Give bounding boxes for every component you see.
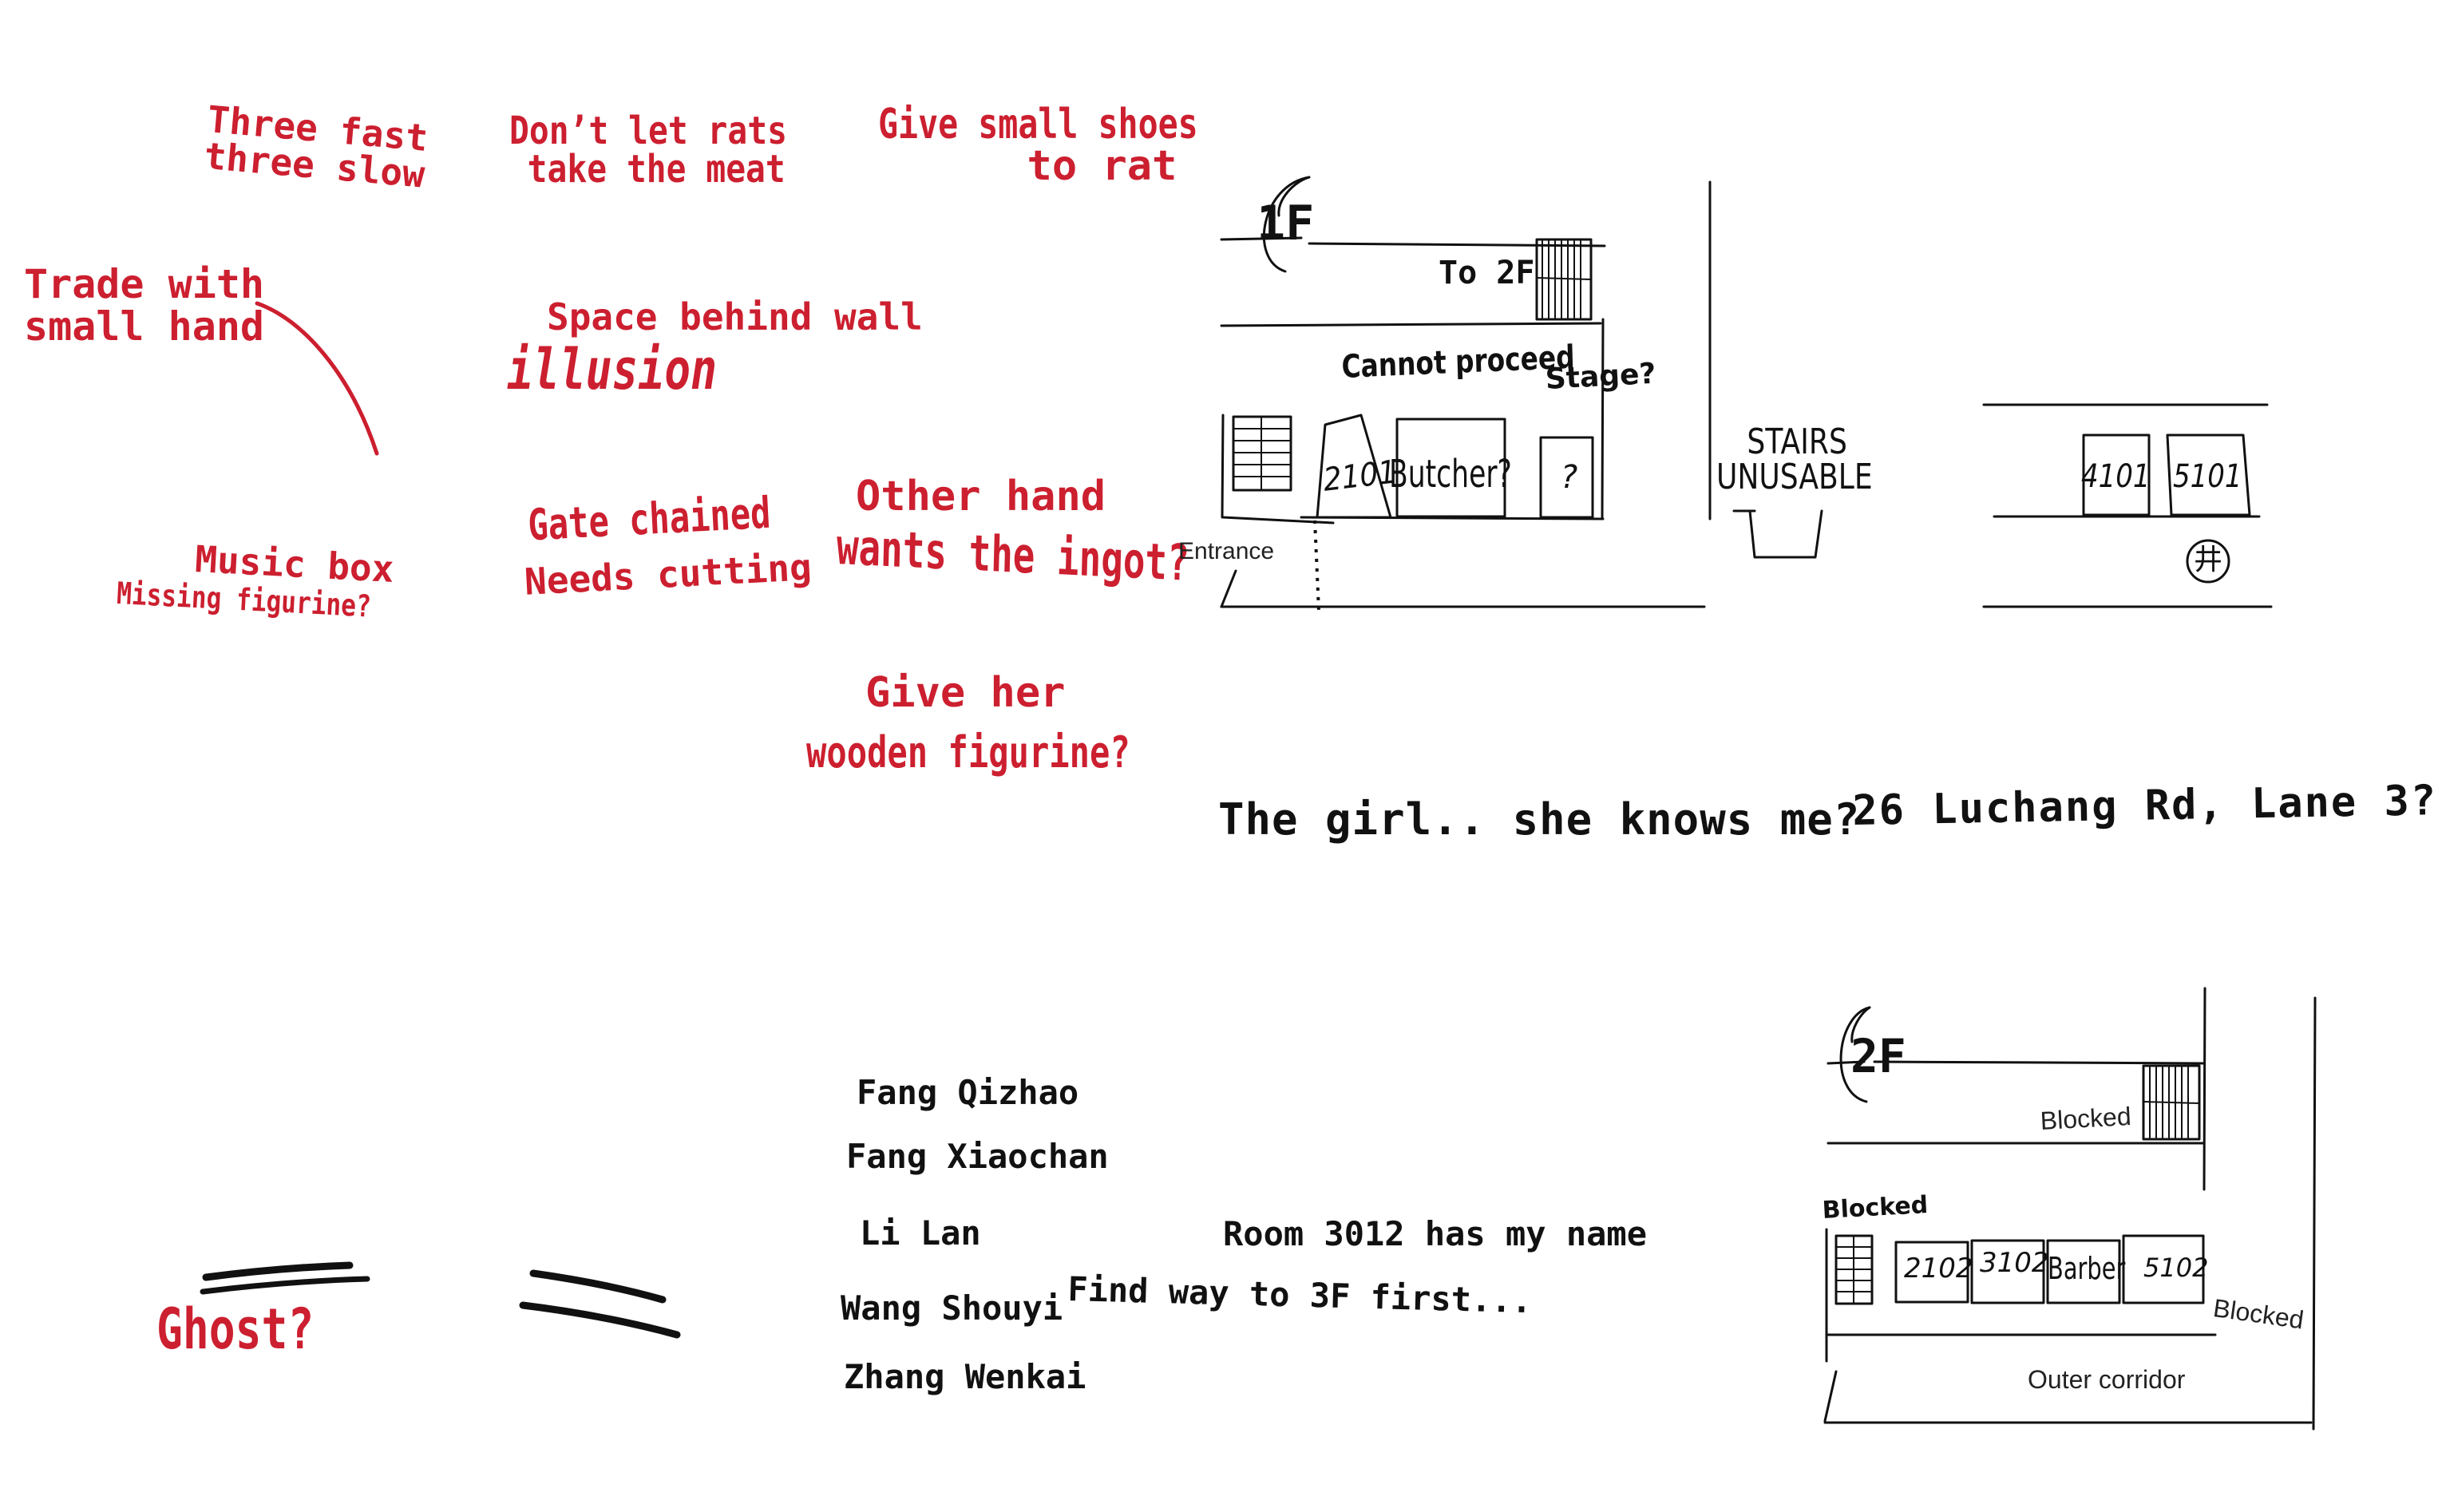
clue-other-hand: Other hand wants the ingot?	[836, 473, 1313, 592]
clue-give-her: Give her wooden figurine?	[806, 672, 1221, 774]
blocked-left-label: Blocked	[1821, 1191, 1929, 1225]
clue-three-fast: Three fast three slow	[203, 97, 430, 196]
double-strike-marks	[519, 1269, 681, 1339]
name-item: Wang Shouyi	[841, 1288, 1063, 1328]
blocked-stairs-label: Blocked	[2039, 1102, 2132, 1135]
stairs-label-line: UNUSABLE	[1716, 457, 1873, 497]
clue-music-box: Music box Missing figurine?	[116, 536, 429, 624]
clue-text: Other hand	[856, 473, 1106, 520]
room-5102-label: 5102	[2143, 1253, 2209, 1283]
clue-rats-meat: Don’t let rats take the meat	[509, 112, 833, 188]
stairs-label-line: STAIRS	[1747, 422, 1847, 462]
barber-label: Barber	[2048, 1251, 2126, 1286]
name-item: Fang Qizhao	[857, 1073, 1079, 1112]
thought-address: 26 Luchang Rd, Lane 3?	[1851, 777, 2438, 835]
room-5101-label: 5101	[2173, 458, 2242, 495]
stairs-unusable-label: STAIRS UNUSABLE	[1716, 425, 1873, 495]
clue-text: to rat	[1027, 142, 1177, 190]
stage-label: Stage?	[1544, 357, 1657, 396]
clue-gate-chained: Gate chained Needs cutting	[520, 487, 843, 604]
to-2f-label: To 2F	[1439, 255, 1535, 291]
name-item: Li Lan	[860, 1213, 981, 1253]
clue-trade-small-hand: Trade with small hand	[24, 263, 264, 347]
unknown-room-label: ?	[1561, 459, 1578, 496]
thought-room-3012: Room 3012 has my name	[1223, 1214, 1648, 1253]
clue-text: Gate chained	[526, 487, 772, 551]
outer-corridor-label: Outer corridor	[2028, 1365, 2186, 1394]
clue-text: take the meat	[527, 147, 786, 192]
clue-ghost: Ghost?	[156, 1296, 315, 1362]
clue-text: illusion	[507, 337, 717, 402]
thought-girl: The girl.. she knows me?	[1218, 794, 1861, 845]
ghost-strike-marks	[200, 1261, 370, 1295]
cannot-proceed-label: Cannot proceed	[1340, 338, 1576, 386]
trade-arrow-curve	[255, 301, 379, 456]
map-1f-drawing	[1220, 176, 2273, 612]
clue-space-behind-wall: Space behind wall illusion	[507, 299, 923, 398]
floor-label-1f: 1F	[1257, 196, 1315, 251]
ink-drawing-layer	[200, 176, 2317, 1431]
entrance-label: Entrance	[1178, 538, 1275, 564]
clue-text: Trade with	[24, 261, 265, 307]
clue-text: Give small shoes	[878, 101, 1198, 148]
room-4101-label: 4101	[2081, 458, 2151, 495]
room-2102-label: 2102	[1904, 1253, 1973, 1284]
clue-small-shoes: Give small shoes to rat	[878, 104, 1278, 187]
room-3102-label: 3102	[1980, 1247, 2049, 1279]
floor-label-2f: 2F	[1850, 1029, 1906, 1083]
clue-text: wooden figurine?	[806, 727, 1130, 778]
clue-text: small hand	[24, 303, 265, 350]
clue-text: Space behind wall	[547, 295, 923, 338]
name-item: Zhang Wenkai	[844, 1357, 1086, 1396]
room-2101-label: 2101	[1321, 453, 1399, 499]
clue-text: Don’t let rats	[509, 109, 787, 153]
clue-text: Give her	[865, 669, 1066, 717]
map-2f-drawing	[1823, 987, 2317, 1431]
name-item: Fang Xiaochan	[846, 1137, 1109, 1176]
notes-canvas: Three fast three slow Don’t let rats tak…	[24, 97, 2438, 1431]
well-mark-label: 井	[2194, 544, 2223, 576]
butcher-label: Butcher?	[1389, 452, 1512, 497]
